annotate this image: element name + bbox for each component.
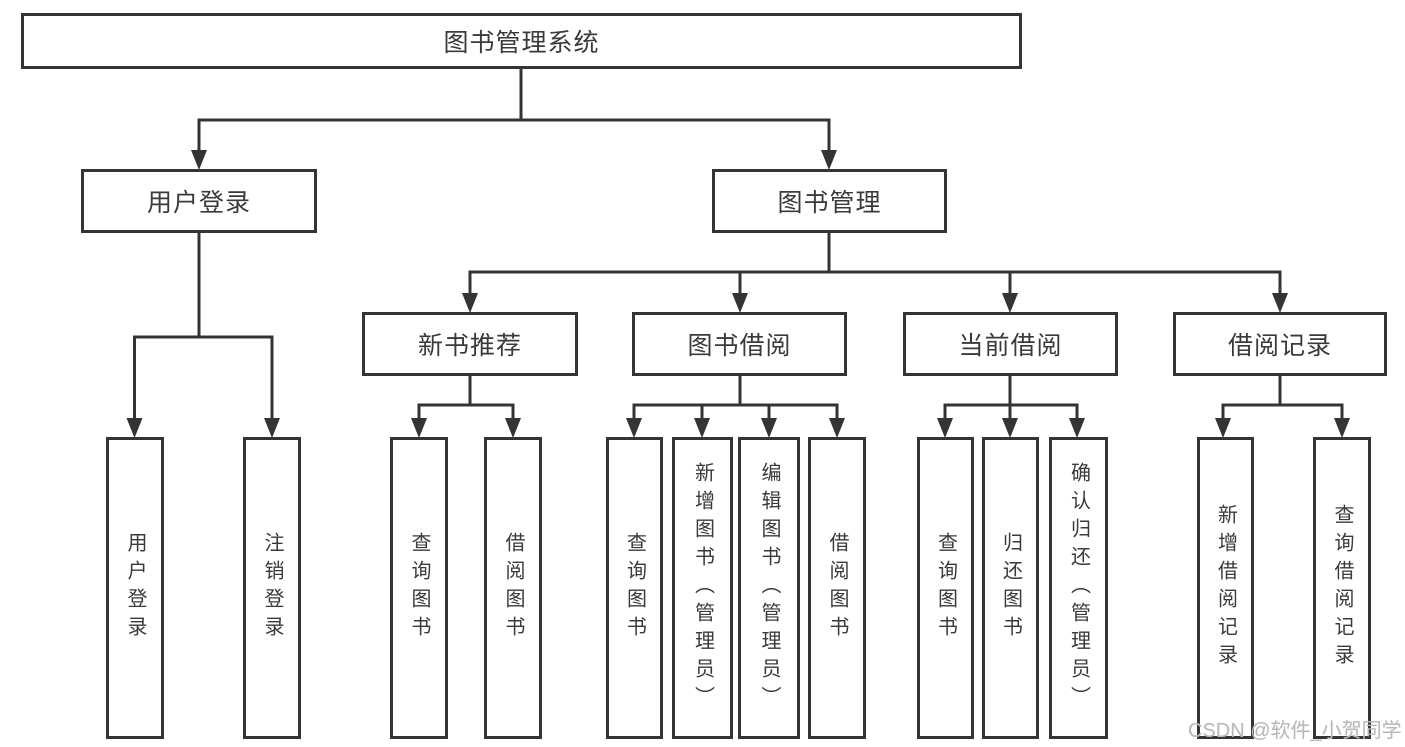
leaf-confirm-return-admin: 确认归还（管理员） xyxy=(1049,437,1108,739)
leaf-label: 借阅图书 xyxy=(502,532,524,644)
leaf-search-books-borrow: 查询图书 xyxy=(606,437,663,739)
leaf-label: 编辑图书（管理员） xyxy=(758,462,780,714)
leaf-add-borrow-record: 新增借阅记录 xyxy=(1197,437,1254,739)
node-label: 借阅记录 xyxy=(1227,332,1332,360)
leaf-label: 查询图书 xyxy=(623,532,646,644)
leaf-search-books-recommend: 查询图书 xyxy=(390,437,448,739)
csdn-watermark: CSDN @软件_小贺同学 xyxy=(1188,720,1402,742)
leaf-label: 查询借阅记录 xyxy=(1331,504,1353,672)
leaf-label: 查询图书 xyxy=(934,532,957,644)
node-library-management-system: 图书管理系统 xyxy=(21,13,1022,69)
leaf-label: 确认归还（管理员） xyxy=(1067,462,1090,714)
node-label: 图书管理 xyxy=(777,189,882,217)
leaf-label: 借阅图书 xyxy=(826,532,848,644)
node-book-management: 图书管理 xyxy=(712,169,947,233)
node-label: 图书管理系统 xyxy=(443,29,600,57)
leaf-search-books-current: 查询图书 xyxy=(917,437,974,739)
leaf-return-book: 归还图书 xyxy=(982,437,1039,739)
leaf-label: 查询图书 xyxy=(408,532,430,644)
leaf-label: 新增借阅记录 xyxy=(1214,504,1237,672)
node-borrow-records: 借阅记录 xyxy=(1173,312,1387,376)
node-label: 当前借阅 xyxy=(958,332,1063,360)
node-current-borrow: 当前借阅 xyxy=(903,312,1118,376)
leaf-edit-book-admin: 编辑图书（管理员） xyxy=(738,437,800,739)
leaf-label: 注销登录 xyxy=(261,532,283,644)
leaf-user-login: 用户登录 xyxy=(106,437,164,739)
leaf-label: 用户登录 xyxy=(124,532,146,644)
leaf-label: 新增图书（管理员） xyxy=(691,462,714,714)
leaf-logout: 注销登录 xyxy=(243,437,301,739)
leaf-borrow-books-recommend: 借阅图书 xyxy=(484,437,542,739)
node-label: 图书借阅 xyxy=(687,332,792,360)
node-user-login: 用户登录 xyxy=(81,169,317,233)
node-label: 用户登录 xyxy=(146,189,251,217)
leaf-borrow-books: 借阅图书 xyxy=(808,437,866,739)
node-new-book-recommend: 新书推荐 xyxy=(362,312,578,376)
leaf-label: 归还图书 xyxy=(999,532,1022,644)
node-book-borrow: 图书借阅 xyxy=(632,312,847,376)
leaf-add-book-admin: 新增图书（管理员） xyxy=(672,437,733,739)
node-label: 新书推荐 xyxy=(417,332,522,360)
leaf-search-borrow-record: 查询借阅记录 xyxy=(1313,437,1371,739)
